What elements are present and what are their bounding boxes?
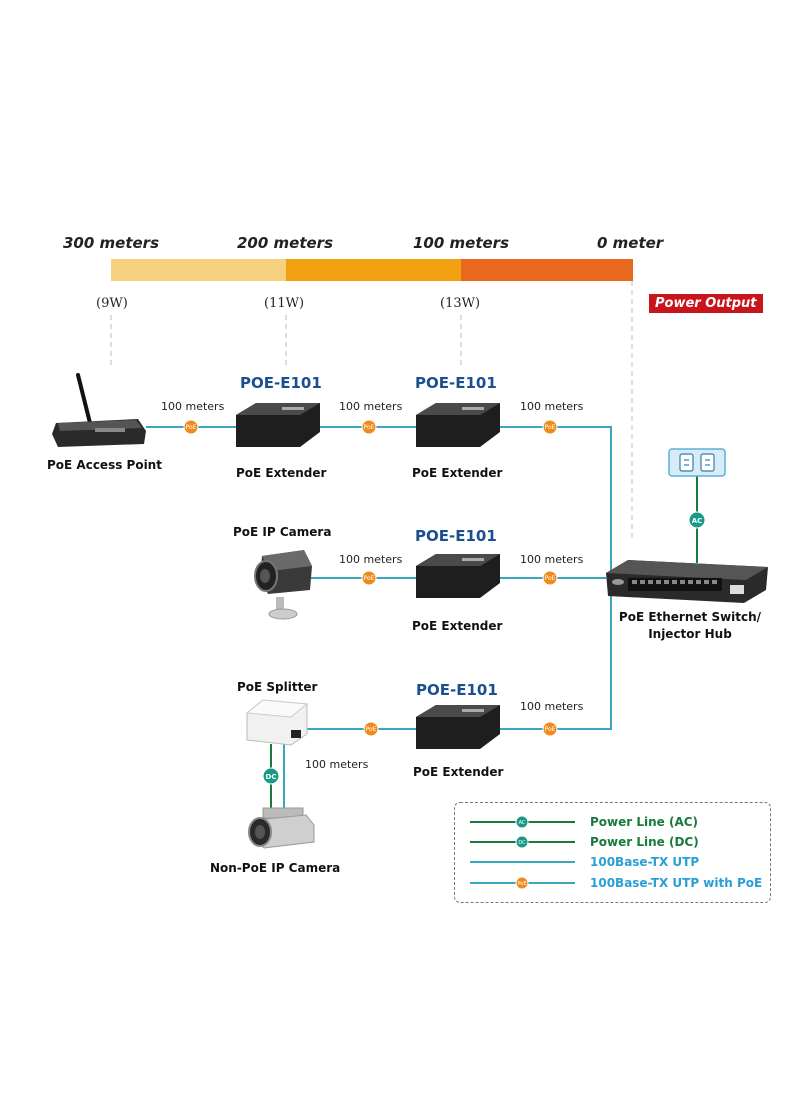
poe-dot: PoE xyxy=(361,570,377,586)
switch-label-line1: PoE Ethernet Switch/ xyxy=(618,610,762,624)
svg-text:PoE: PoE xyxy=(545,424,556,431)
extender-icon xyxy=(416,403,500,447)
extender-icon xyxy=(416,705,500,749)
extender-label: PoE Extender xyxy=(412,619,503,633)
svg-text:PoE: PoE xyxy=(366,726,377,733)
ip-camera-label: PoE IP Camera xyxy=(233,525,332,539)
distance-bar-segment-100-0 xyxy=(461,259,633,281)
ac-dot: AC xyxy=(688,511,706,529)
guide-lines xyxy=(110,281,633,540)
svg-text:AC: AC xyxy=(519,820,526,826)
power-output-badge: Power Output xyxy=(649,294,763,313)
extender-label: PoE Extender xyxy=(412,466,503,480)
svg-text:PoE: PoE xyxy=(364,575,375,582)
svg-text:PoE: PoE xyxy=(545,575,556,582)
splitter-label: PoE Splitter xyxy=(237,680,318,694)
utp-cables xyxy=(146,426,612,812)
legend-label-ac: Power Line (AC) xyxy=(590,815,699,829)
model-label: POE-E101 xyxy=(415,374,497,392)
watt-label-9w: (9W) xyxy=(96,296,128,311)
extender-label: PoE Extender xyxy=(236,466,327,480)
cable-length-label: 100 meters xyxy=(520,700,584,713)
svg-text:DC: DC xyxy=(518,840,526,846)
cable-length-label: 100 meters xyxy=(339,400,403,413)
cable-length-label: 100 meters xyxy=(520,553,584,566)
power-outlet-icon xyxy=(668,448,726,477)
cable-length-label: 100 meters xyxy=(161,400,225,413)
legend-lines: AC DC PoE xyxy=(470,815,575,890)
poe-dot: PoE xyxy=(361,419,377,435)
legend-label-utp-poe: 100Base-TX UTP with PoE xyxy=(590,876,763,890)
model-label: POE-E101 xyxy=(416,681,498,699)
svg-text:PoE: PoE xyxy=(517,881,526,887)
legend-label-dc: Power Line (DC) xyxy=(590,835,699,849)
svg-text:PoE: PoE xyxy=(364,424,375,431)
svg-text:PoE: PoE xyxy=(545,726,556,733)
svg-text:DC: DC xyxy=(266,773,277,781)
distance-label-0: 0 meter xyxy=(597,234,664,252)
extender-label: PoE Extender xyxy=(413,765,504,779)
svg-text:PoE: PoE xyxy=(186,424,197,431)
access-point-label: PoE Access Point xyxy=(47,458,162,472)
distance-bar-segment-200-100 xyxy=(286,259,461,281)
model-label: POE-E101 xyxy=(240,374,322,392)
poe-markers: PoE PoE PoE PoE PoE PoE PoE xyxy=(183,419,558,737)
distance-bar-segment-300-200 xyxy=(111,259,286,281)
splitter-icon xyxy=(245,699,309,746)
cable-length-label: 100 meters xyxy=(520,400,584,413)
switch-label: PoE Ethernet Switch/ Injector Hub xyxy=(612,609,768,643)
switch-label-line2: Injector Hub xyxy=(648,627,732,641)
poe-dot: PoE xyxy=(363,721,379,737)
cable-length-label: 100 meters xyxy=(305,758,369,771)
distance-label-200: 200 meters xyxy=(237,234,334,252)
switch-icon xyxy=(606,560,768,603)
watt-label-13w: (13W) xyxy=(440,296,481,311)
bullet-camera-icon xyxy=(248,807,315,849)
access-point-icon xyxy=(52,373,146,447)
svg-text:AC: AC xyxy=(692,517,703,525)
legend-label-utp: 100Base-TX UTP xyxy=(590,855,700,869)
cable-length-label: 100 meters xyxy=(339,553,403,566)
distance-label-100: 100 meters xyxy=(413,234,510,252)
watt-label-11w: (11W) xyxy=(264,296,305,311)
dc-dot: DC xyxy=(262,767,280,785)
poe-dot: PoE xyxy=(542,721,558,737)
non-poe-camera-label: Non-PoE IP Camera xyxy=(210,861,341,875)
model-label: POE-E101 xyxy=(415,527,497,545)
poe-dot: PoE xyxy=(542,419,558,435)
extender-icon xyxy=(416,554,500,598)
ip-camera-icon xyxy=(254,550,312,620)
poe-dot: PoE xyxy=(542,570,558,586)
legend-box xyxy=(454,802,771,903)
distance-label-300: 300 meters xyxy=(63,234,160,252)
extender-icon xyxy=(236,403,320,447)
poe-dot: PoE xyxy=(183,419,199,435)
